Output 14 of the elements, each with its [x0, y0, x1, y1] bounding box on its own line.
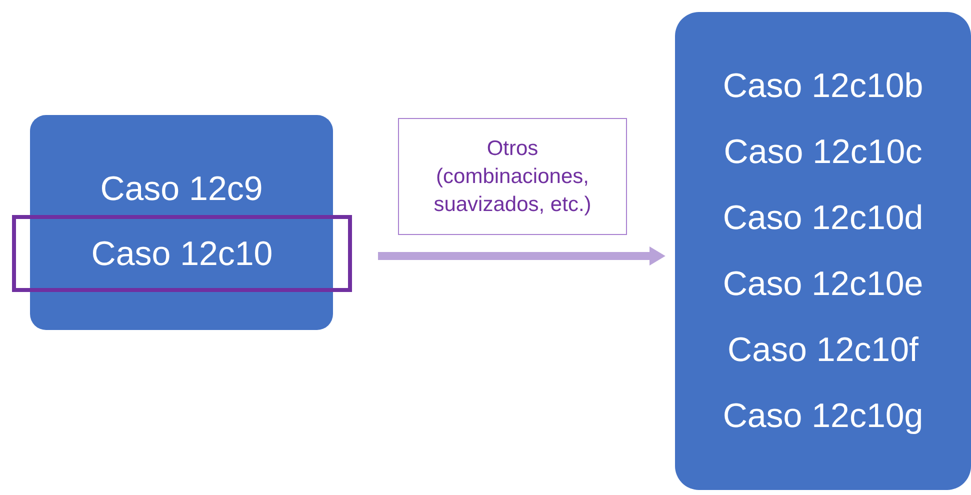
note-box	[398, 118, 627, 235]
arrow	[378, 246, 666, 266]
node-label: Caso 12c10d	[722, 198, 924, 239]
node-label: Caso 12c10f	[728, 330, 918, 371]
highlight-frame	[12, 215, 352, 292]
node-label: Caso 12c10e	[722, 264, 924, 305]
node-label: Caso 12c10	[91, 234, 273, 274]
case-box	[30, 115, 333, 330]
node-label: Caso 12c10b	[722, 66, 924, 107]
node-label: Caso 12c10g	[722, 396, 924, 437]
node-label: Otros (combinaciones, suavizados, etc.)	[432, 136, 592, 218]
node-label: Caso 12c9	[100, 169, 263, 210]
case-list-box	[675, 12, 971, 490]
node-label: Caso 12c10c	[724, 132, 922, 173]
